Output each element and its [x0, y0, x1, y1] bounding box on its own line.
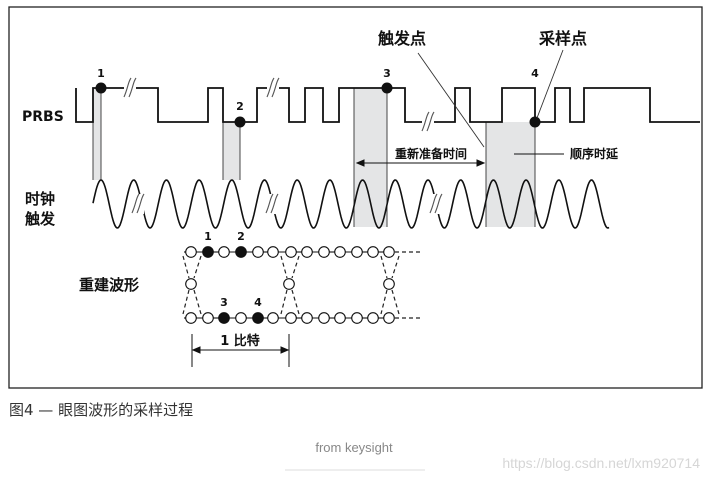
eye-sample-bottom — [267, 312, 279, 324]
shade-sample-2 — [223, 122, 240, 180]
break-mark-icon — [136, 193, 145, 214]
eye-number-4: 4 — [254, 296, 262, 309]
one-bit-label: 1 比特 — [220, 333, 260, 349]
eye-sample-top — [218, 246, 230, 258]
watermark: https://blog.csdn.net/lxm920714 — [502, 455, 700, 471]
sample-guides — [92, 88, 536, 227]
break-mark-icon — [421, 111, 430, 132]
eye-dash — [291, 289, 300, 315]
break-mark-icon — [434, 193, 443, 214]
figure-caption: 图4 — 眼图波形的采样过程 — [9, 401, 193, 419]
eye-dash — [193, 289, 202, 315]
break-mark-icon — [270, 193, 279, 214]
break-mask — [422, 112, 434, 132]
eye-sample-top — [235, 246, 247, 258]
eye-dash — [380, 255, 388, 279]
eye-dash — [391, 255, 400, 279]
eye-dash — [291, 255, 300, 279]
sample-number-3: 3 — [383, 67, 391, 80]
one-bit-dimension — [191, 334, 290, 367]
prbs-label: PRBS — [22, 109, 64, 125]
eye-number-3: 3 — [220, 296, 228, 309]
eye-sample-top — [285, 246, 297, 258]
break-mark-icon — [123, 77, 132, 98]
break-mask — [124, 78, 136, 98]
clock-label-2: 触发 — [25, 210, 56, 228]
eye-sample-top — [202, 246, 214, 258]
clock-waveform — [92, 179, 610, 229]
prbs-waveform — [75, 87, 700, 123]
break-mark-icon — [266, 77, 275, 98]
sample-dot-3 — [381, 82, 393, 94]
sample-number-1: 1 — [97, 67, 105, 80]
rearm-time-arrow — [355, 159, 486, 167]
sample-point-label: 采样点 — [538, 29, 587, 48]
eye-sample-bottom — [351, 312, 363, 324]
break-mark-icon — [131, 193, 140, 214]
eye-sample-bottom — [202, 312, 214, 324]
sample-number-2: 2 — [236, 100, 244, 113]
shade-sample-1 — [93, 88, 101, 180]
eye-sample-top — [301, 246, 313, 258]
break-mark-icon — [128, 77, 137, 98]
eye-sample-bottom — [318, 312, 330, 324]
break-mask — [430, 194, 442, 214]
eye-dash — [182, 289, 190, 315]
eye-dash — [380, 289, 388, 315]
eye-dash — [280, 289, 288, 315]
sample-number-4: 4 — [531, 67, 539, 80]
break-mark-icon — [426, 111, 435, 132]
sample-point-leader — [536, 49, 564, 119]
clock-label-1: 时钟 — [25, 190, 55, 208]
break-mark-icon — [271, 77, 280, 98]
eye-sample-bottom — [334, 312, 346, 324]
trigger-point-label: 触发点 — [377, 29, 426, 48]
eye-crossing-sample — [383, 278, 395, 290]
eye-sample-bottom — [235, 312, 247, 324]
eye-sample-top — [318, 246, 330, 258]
eye-dash — [193, 255, 202, 279]
eye-crossing-sample — [185, 278, 197, 290]
break-mask — [132, 194, 144, 214]
sequential-delay-label: 顺序时延 — [570, 146, 619, 161]
eye-dash — [280, 255, 288, 279]
eye-sample-dots — [185, 246, 395, 324]
eye-number-2: 2 — [237, 230, 245, 243]
sample-dot-1 — [95, 82, 107, 94]
eye-sample-top — [367, 246, 379, 258]
eye-sample-top — [267, 246, 279, 258]
eye-number-1: 1 — [204, 230, 212, 243]
eye-crossing-sample — [283, 278, 295, 290]
eye-sample-bottom — [252, 312, 264, 324]
shade-sample-4 — [486, 122, 535, 227]
eye-dash — [182, 255, 190, 279]
eye-dash — [391, 289, 400, 315]
source-text: from keysight — [315, 440, 393, 455]
break-mark-icon — [265, 193, 274, 214]
sample-dot-2 — [234, 116, 246, 128]
eye-sample-bottom — [367, 312, 379, 324]
break-mask — [266, 194, 278, 214]
eye-sample-bottom — [218, 312, 230, 324]
figure-frame — [8, 6, 703, 389]
sample-dots — [95, 82, 541, 128]
break-mark-icon — [429, 193, 438, 214]
reconstructed-waveform-label: 重建波形 — [79, 276, 139, 294]
eye-sample-top — [334, 246, 346, 258]
eye-sample-bottom — [301, 312, 313, 324]
eye-sample-top — [252, 246, 264, 258]
eye-sample-top — [351, 246, 363, 258]
sample-dot-4 — [529, 116, 541, 128]
break-marks — [123, 77, 443, 214]
eye-sample-bottom — [185, 312, 197, 324]
eye-sample-top — [383, 246, 395, 258]
rearm-time-label: 重新准备时间 — [395, 146, 467, 161]
trigger-point-leader — [417, 52, 485, 148]
eye-sample-bottom — [285, 312, 297, 324]
eye-sample-top — [185, 246, 197, 258]
break-mask — [267, 78, 279, 98]
eye-sample-bottom — [383, 312, 395, 324]
